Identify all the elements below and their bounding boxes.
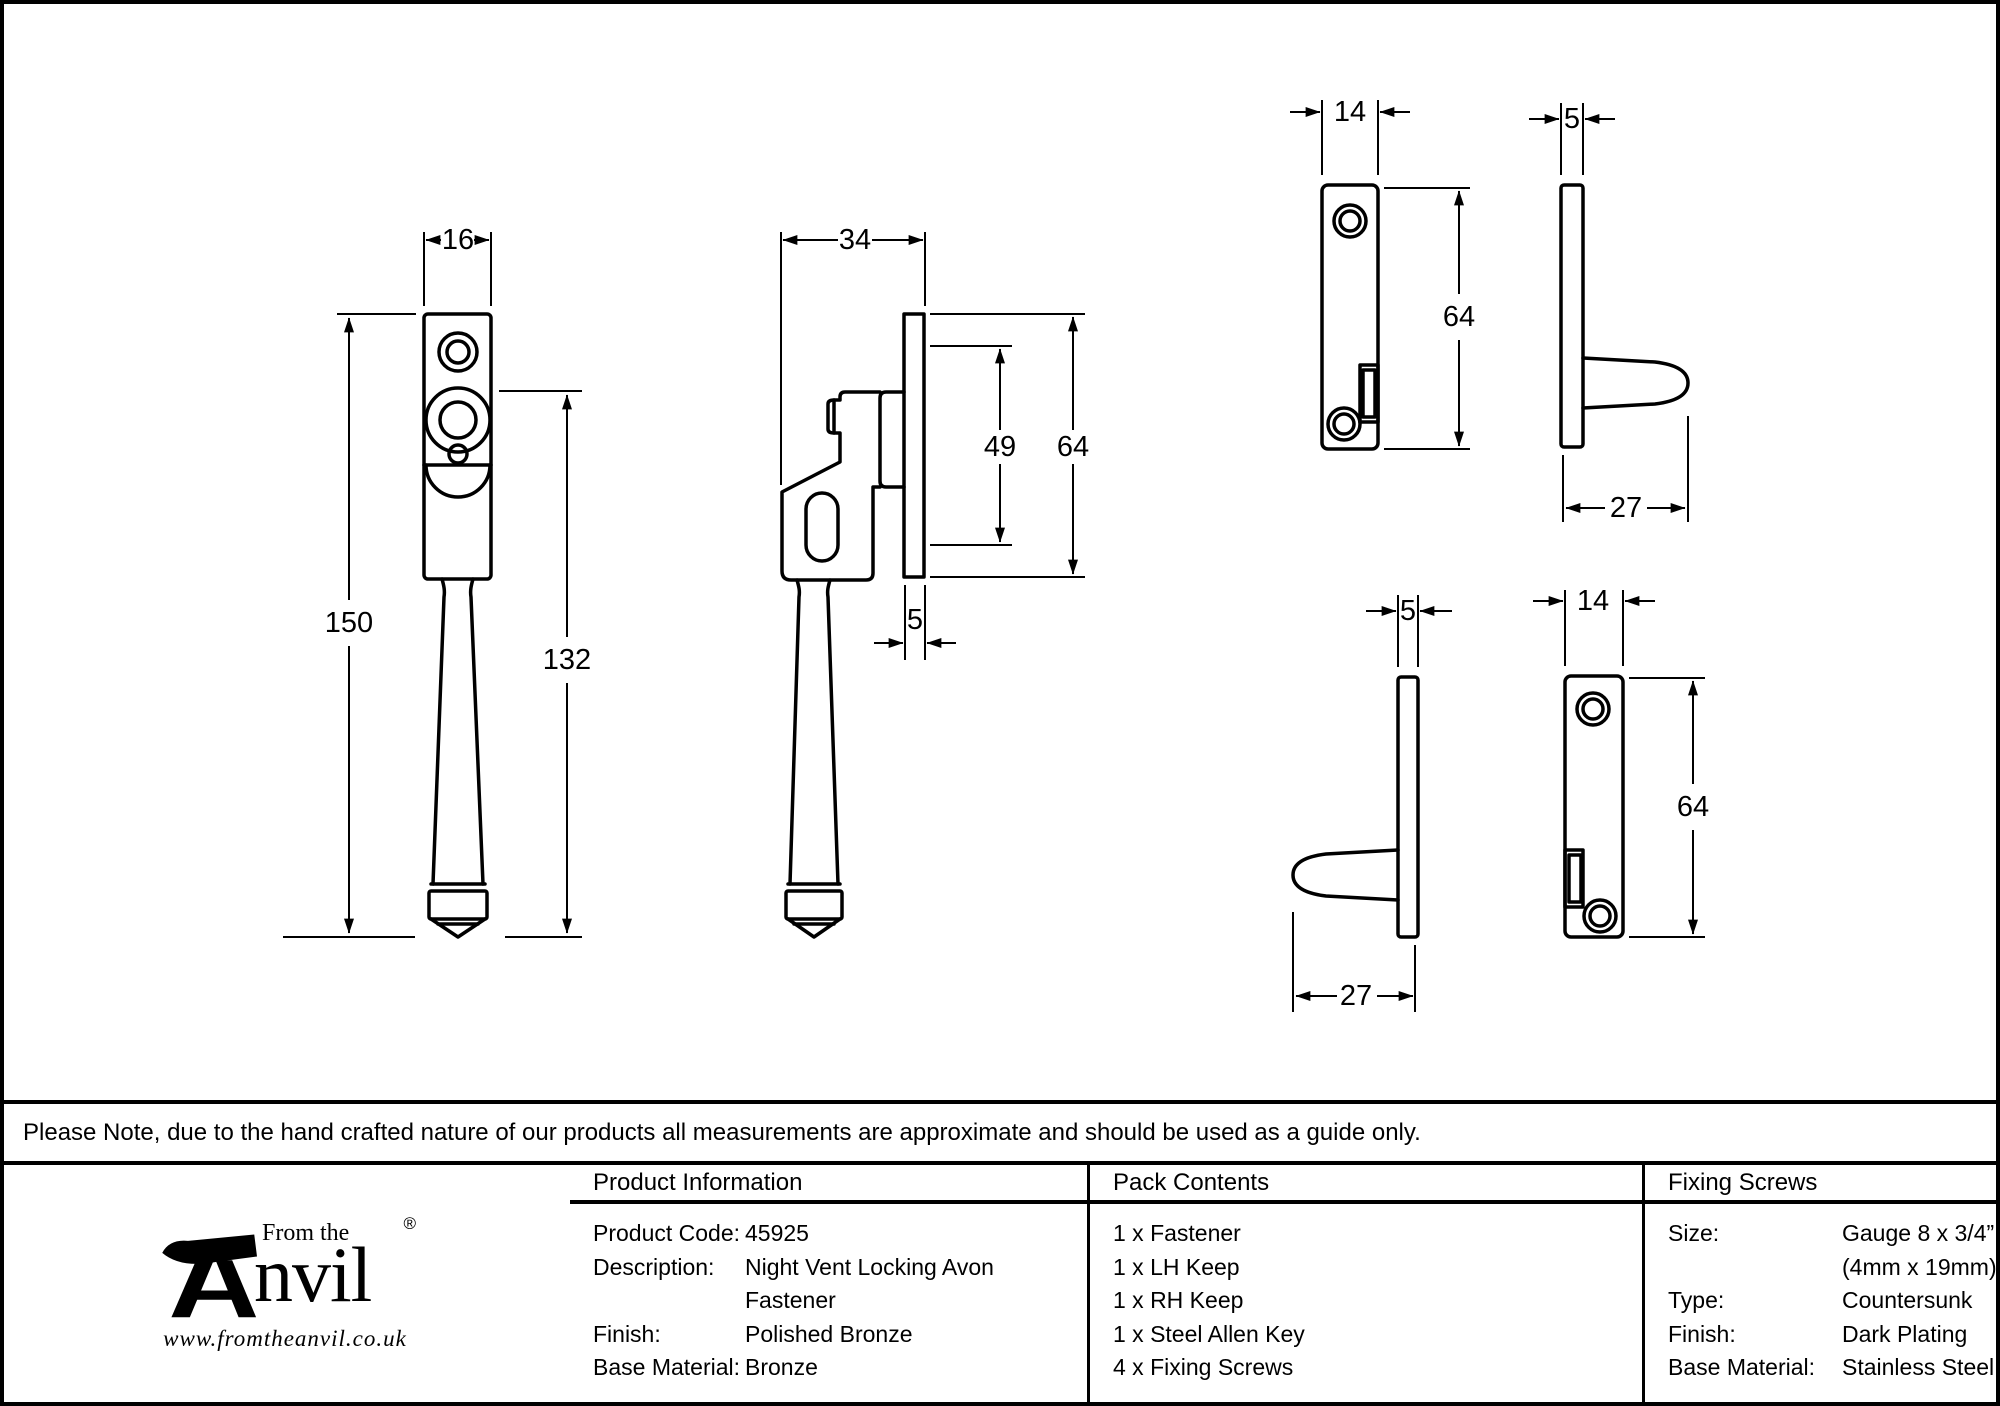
row-value: Night Vent Locking Avon Fastener bbox=[745, 1253, 994, 1314]
keep-front-view-rh: 14 64 bbox=[1533, 585, 1709, 939]
row-label: Finish: bbox=[1668, 1320, 1736, 1347]
pack-contents-cell: 1 x Fastener 1 x LH Keep 1 x RH Keep 1 x… bbox=[1090, 1204, 1645, 1406]
note-text: Please Note, due to the hand crafted nat… bbox=[23, 1118, 1421, 1146]
dim-label-5: 5 bbox=[907, 604, 923, 636]
header-pack-contents: Pack Contents bbox=[1090, 1165, 1645, 1204]
row-value: Countersunk bbox=[1842, 1287, 1973, 1313]
dim-side-keep-span: 49 bbox=[930, 345, 1016, 546]
row-value: Bronze bbox=[745, 1354, 818, 1380]
logo-cell: From the nvil ® www.fromtheanvil.co.uk bbox=[0, 1165, 570, 1406]
fixing-screws-cell: Size: Gauge 8 x 3/4” (4mm x 19mm) Type: … bbox=[1645, 1204, 2000, 1406]
registered-trademark-icon: ® bbox=[403, 1213, 416, 1233]
dim-label-132: 132 bbox=[543, 644, 591, 676]
row-label: Base Material: bbox=[593, 1354, 741, 1380]
technical-drawings: 16 150 132 bbox=[283, 96, 1709, 1012]
header-label: Product Information bbox=[593, 1168, 803, 1196]
dim-label-27: 27 bbox=[1610, 492, 1642, 524]
row-label: Finish: bbox=[593, 1320, 661, 1347]
dim-label-27-rh: 27 bbox=[1340, 980, 1372, 1012]
list-item: 4 x Fixing Screws bbox=[1113, 1354, 1294, 1380]
dim-label-49: 49 bbox=[984, 431, 1016, 463]
note-bar: Please Note, due to the hand crafted nat… bbox=[0, 1100, 2000, 1165]
header-fixing-screws: Fixing Screws bbox=[1645, 1165, 2000, 1204]
dim-handle-length: 132 bbox=[499, 390, 591, 938]
keep-side-view-lh: 5 27 bbox=[1529, 103, 1690, 524]
list-item: 1 x Fastener bbox=[1113, 1220, 1241, 1246]
row-value: Stainless Steel bbox=[1842, 1354, 1995, 1380]
product-information-cell: Product Code: 45925 Description: Night V… bbox=[570, 1204, 1090, 1406]
row-value: Dark Plating bbox=[1842, 1320, 1968, 1347]
header-label: Fixing Screws bbox=[1668, 1168, 1818, 1196]
header-label: Pack Contents bbox=[1113, 1168, 1270, 1196]
table-row: Description: Night Vent Locking Avon Fas… bbox=[593, 1251, 1087, 1318]
logo-url: www.fromtheanvil.co.uk bbox=[163, 1325, 407, 1351]
dim-keep-depth-rh: 27 bbox=[1292, 912, 1416, 1012]
dim-keep-width-rh: 14 bbox=[1533, 585, 1655, 666]
dim-label-64: 64 bbox=[1057, 431, 1089, 463]
table-row: Base Material: Stainless Steel bbox=[1668, 1351, 1997, 1385]
dim-label-14-rh: 14 bbox=[1577, 585, 1609, 617]
dim-side-plate-height: 64 bbox=[930, 313, 1089, 578]
table-row: Product Code: 45925 bbox=[593, 1217, 1087, 1251]
dim-label-16: 16 bbox=[442, 224, 474, 256]
dim-keep-thickness: 5 bbox=[1529, 103, 1615, 175]
dim-side-depth: 34 bbox=[780, 224, 926, 485]
dim-label-14: 14 bbox=[1334, 96, 1366, 128]
header-product-information: Product Information bbox=[570, 1165, 1090, 1204]
dim-keep-height: 64 bbox=[1384, 187, 1475, 450]
brand-logo: From the nvil ® bbox=[160, 1214, 416, 1322]
dim-keep-width: 14 bbox=[1290, 96, 1410, 175]
row-label: Size: bbox=[1668, 1220, 1720, 1246]
row-label: Product Code: bbox=[593, 1220, 741, 1246]
row-value: 45925 bbox=[745, 1220, 809, 1246]
keep-side-view-rh: 5 27 bbox=[1291, 595, 1452, 1012]
list-item: 1 x Steel Allen Key bbox=[1113, 1320, 1305, 1347]
row-value: Gauge 8 x 3/4” (4mm x 19mm) bbox=[1842, 1220, 1997, 1280]
table-row: Type: Countersunk bbox=[1668, 1284, 1997, 1318]
row-label: Base Material: bbox=[1668, 1354, 1816, 1380]
dim-label-5-keep: 5 bbox=[1564, 103, 1580, 135]
row-label: Type: bbox=[1668, 1287, 1725, 1313]
table-row: Finish: Polished Bronze bbox=[593, 1318, 1087, 1352]
anvil-icon bbox=[162, 1233, 257, 1317]
dim-fastener-length: 150 bbox=[283, 313, 416, 938]
dim-keep-depth: 27 bbox=[1562, 416, 1689, 524]
table-row: Base Material: Bronze bbox=[593, 1351, 1087, 1385]
fastener-front-view: 16 150 132 bbox=[283, 224, 591, 939]
dim-fastener-width: 16 bbox=[423, 224, 492, 306]
list-item: 1 x LH Keep bbox=[1113, 1253, 1240, 1280]
fastener-side-view: 34 64 49 bbox=[780, 224, 1089, 939]
dim-label-64-rh: 64 bbox=[1677, 791, 1709, 823]
dim-label-150: 150 bbox=[325, 607, 373, 639]
logo-tagline: From the bbox=[262, 1219, 350, 1246]
info-table: Product Information Pack Contents Fixing… bbox=[0, 1165, 2000, 1406]
dim-label-34: 34 bbox=[839, 224, 871, 256]
keep-front-view-lh: 14 64 bbox=[1290, 96, 1475, 451]
row-value: Polished Bronze bbox=[745, 1320, 913, 1347]
dim-keep-thickness-rh: 5 bbox=[1366, 595, 1452, 667]
row-label: Description: bbox=[593, 1253, 715, 1280]
dim-keep-height-rh: 64 bbox=[1629, 677, 1709, 938]
list-item: 1 x RH Keep bbox=[1113, 1287, 1244, 1313]
table-row: Size: Gauge 8 x 3/4” (4mm x 19mm) bbox=[1668, 1217, 1997, 1284]
dim-side-plate-thickness: 5 bbox=[874, 585, 956, 660]
logo-brand-text: nvil bbox=[254, 1230, 372, 1318]
dim-label-64-keep: 64 bbox=[1443, 301, 1475, 333]
table-row: Finish: Dark Plating bbox=[1668, 1318, 1997, 1352]
dim-label-5-keep-rh: 5 bbox=[1400, 595, 1416, 627]
